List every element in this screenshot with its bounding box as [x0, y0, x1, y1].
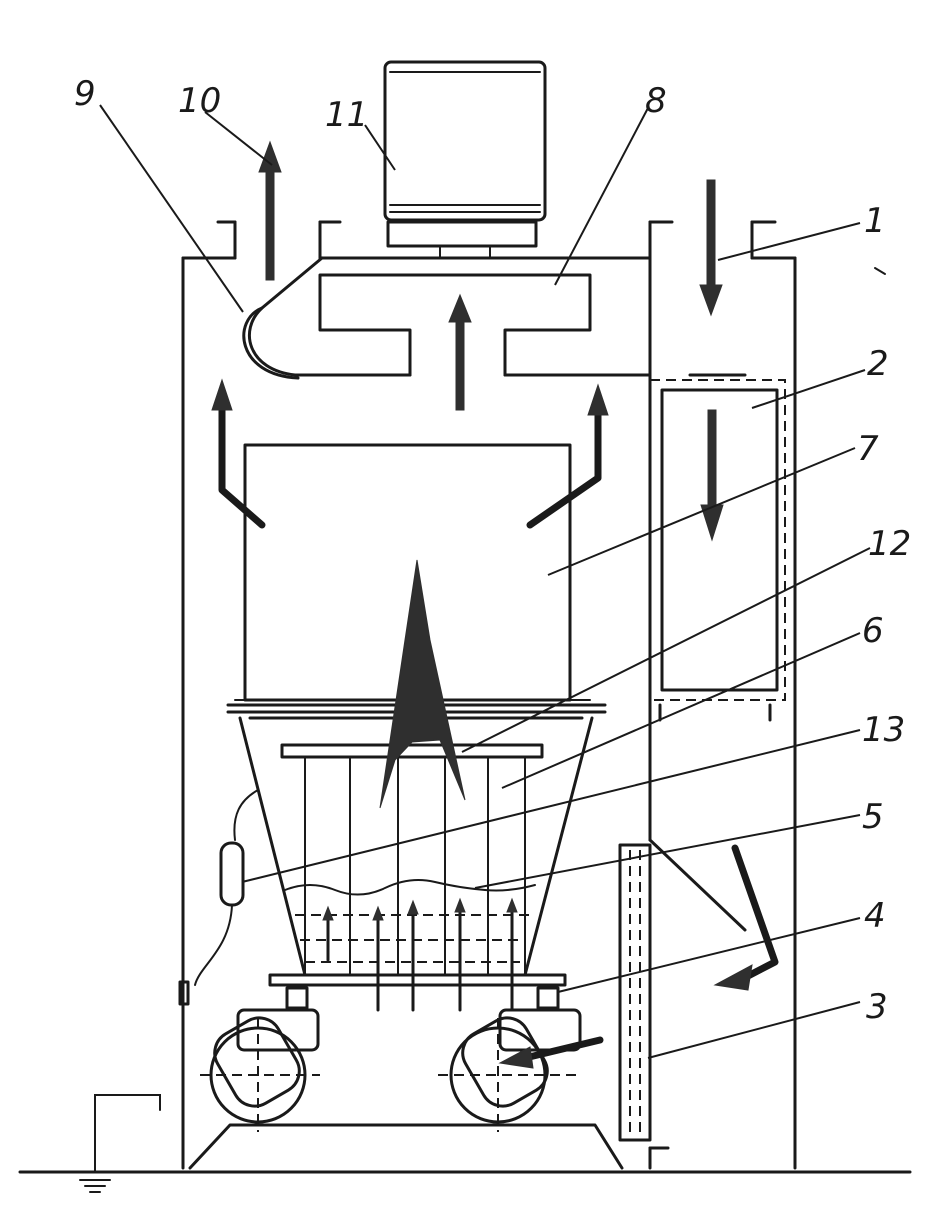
label-9: 9 — [74, 74, 96, 114]
label-10: 10 — [178, 81, 221, 121]
label-5: 5 — [862, 797, 884, 837]
part-labels: 1 2 3 4 5 6 7 8 9 10 11 12 13 — [74, 74, 911, 1027]
trolley-base — [188, 1123, 624, 1170]
left-return-arrow — [211, 378, 266, 529]
label-7: 7 — [857, 429, 879, 469]
motor — [383, 60, 547, 259]
exhaust-duct-inner — [242, 306, 300, 380]
exhaust-arrow — [258, 140, 282, 281]
temperature-sensor — [178, 789, 259, 1006]
heater — [649, 373, 786, 722]
label-12: 12 — [868, 524, 911, 564]
label-6: 6 — [862, 611, 884, 651]
stray-mark — [874, 267, 886, 275]
label-1: 1 — [864, 201, 886, 241]
inlet-arrow — [699, 179, 723, 317]
label-3: 3 — [866, 987, 888, 1027]
exhaust-duct-curve — [247, 256, 412, 377]
label-2: 2 — [867, 344, 889, 384]
trolley-wheel-left — [200, 1008, 320, 1132]
main-airflow-arrow — [379, 559, 466, 809]
filter-sleeve — [618, 838, 747, 1142]
product-layer — [284, 879, 536, 963]
label-13: 13 — [862, 710, 905, 750]
label-8: 8 — [645, 81, 667, 121]
leader-lines — [99, 104, 871, 1059]
heater-arrow — [700, 409, 724, 542]
ground-symbol — [79, 1094, 161, 1193]
trolley-wheel-right — [438, 1008, 582, 1132]
distribution-grid — [268, 973, 567, 1010]
right-return-arrow — [526, 383, 609, 529]
recirc-down-arrow — [713, 844, 779, 991]
product-bowl — [238, 716, 594, 977]
label-4: 4 — [864, 896, 886, 936]
wheel-arrow — [498, 1036, 604, 1069]
center-up-arrow — [448, 293, 472, 411]
label-11: 11 — [325, 95, 368, 135]
fan-housing — [318, 273, 652, 377]
flow-arrows — [211, 140, 779, 1069]
airflow-up-arrows — [322, 897, 518, 1012]
